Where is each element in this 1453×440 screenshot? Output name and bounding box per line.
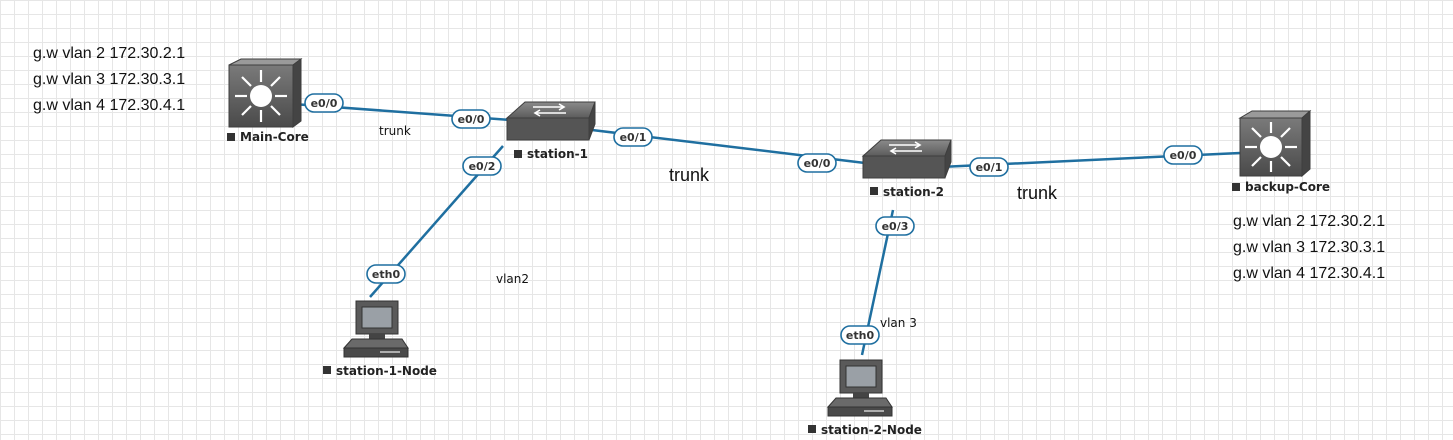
station-1-node-label: station-1-Node bbox=[336, 364, 437, 378]
gateway-line: g.w vlan 2 172.30.2.1 bbox=[1233, 213, 1385, 230]
gateway-line: g.w vlan 4 172.30.4.1 bbox=[1233, 265, 1385, 282]
main-core-gateway-notes: g.w vlan 2 172.30.2.1 g.w vlan 3 172.30.… bbox=[33, 45, 185, 114]
vlan2-note: vlan2 bbox=[496, 272, 529, 286]
svg-text:e0/2: e0/2 bbox=[469, 160, 496, 173]
port-station-2-e0-1[interactable]: e0/1 bbox=[969, 157, 1009, 177]
station-1-device[interactable]: station-1 bbox=[505, 101, 596, 161]
main-core-device[interactable]: Main-Core bbox=[227, 58, 309, 144]
pc-icon bbox=[342, 300, 409, 358]
port-station-2-e0-0[interactable]: e0/0 bbox=[797, 153, 837, 173]
l3-switch-icon bbox=[228, 58, 303, 128]
station-1-label: station-1 bbox=[527, 147, 588, 161]
node-status-icon bbox=[514, 150, 522, 158]
port-station-2-e0-3[interactable]: e0/3 bbox=[875, 216, 915, 236]
svg-text:e0/1: e0/1 bbox=[976, 161, 1003, 174]
svg-text:e0/0: e0/0 bbox=[1170, 149, 1197, 162]
node-status-icon bbox=[1232, 183, 1240, 191]
trunk-note-station-1-2: trunk bbox=[669, 165, 710, 185]
backup-core-device[interactable]: backup-Core bbox=[1232, 109, 1330, 194]
node-status-icon bbox=[870, 187, 878, 195]
trunk-note-backup: trunk bbox=[1017, 183, 1058, 203]
port-backup-core-e0-0[interactable]: e0/0 bbox=[1163, 145, 1203, 165]
svg-text:eth0: eth0 bbox=[846, 329, 875, 342]
vlan3-note: vlan 3 bbox=[880, 316, 917, 330]
switch-icon bbox=[861, 139, 952, 179]
station-2-node-label: station-2-Node bbox=[821, 423, 922, 437]
station-1-node-device[interactable]: station-1-Node bbox=[323, 300, 437, 378]
pc-icon bbox=[826, 359, 893, 417]
port-station-1-e0-2[interactable]: e0/2 bbox=[462, 156, 502, 176]
trunk-note-main: trunk bbox=[379, 124, 411, 138]
port-main-core-e0-0[interactable]: e0/0 bbox=[304, 93, 344, 113]
svg-text:e0/1: e0/1 bbox=[620, 131, 647, 144]
gateway-line: g.w vlan 3 172.30.3.1 bbox=[1233, 239, 1385, 256]
main-core-label: Main-Core bbox=[240, 130, 309, 144]
port-station-1-node-eth0[interactable]: eth0 bbox=[366, 264, 406, 284]
port-station-1-e0-0[interactable]: e0/0 bbox=[451, 109, 491, 129]
switch-icon bbox=[505, 101, 596, 141]
svg-text:eth0: eth0 bbox=[372, 268, 401, 281]
gateway-line: g.w vlan 2 172.30.2.1 bbox=[33, 45, 185, 62]
svg-text:e0/3: e0/3 bbox=[882, 220, 909, 233]
backup-core-gateway-notes: g.w vlan 2 172.30.2.1 g.w vlan 3 172.30.… bbox=[1233, 213, 1385, 282]
node-status-icon bbox=[323, 366, 331, 374]
station-2-label: station-2 bbox=[883, 185, 944, 199]
svg-text:e0/0: e0/0 bbox=[311, 97, 338, 110]
backup-core-label: backup-Core bbox=[1245, 180, 1330, 194]
port-station-1-e0-1[interactable]: e0/1 bbox=[613, 127, 653, 147]
node-status-icon bbox=[808, 425, 816, 433]
node-status-icon bbox=[227, 133, 235, 141]
l3-switch-icon bbox=[1238, 109, 1312, 178]
port-station-2-node-eth0[interactable]: eth0 bbox=[840, 325, 880, 345]
svg-text:e0/0: e0/0 bbox=[804, 157, 831, 170]
svg-text:e0/0: e0/0 bbox=[458, 113, 485, 126]
gateway-line: g.w vlan 3 172.30.3.1 bbox=[33, 71, 185, 88]
gateway-line: g.w vlan 4 172.30.4.1 bbox=[33, 97, 185, 114]
station-2-node-device[interactable]: station-2-Node bbox=[808, 359, 922, 437]
station-2-device[interactable]: station-2 bbox=[861, 139, 952, 199]
